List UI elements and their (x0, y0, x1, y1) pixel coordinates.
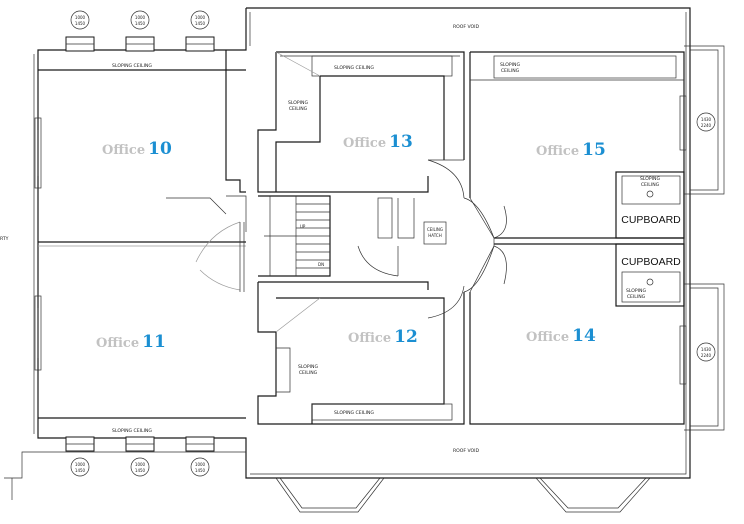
cupboard-label: CUPBOARD (621, 214, 681, 226)
sloping-ceiling-label: SLOPING (500, 62, 520, 68)
office-14-15-block: 1430 2240 1430 2240 (469, 45, 725, 431)
office-10-11-block (34, 50, 247, 371)
sloping-ceiling-label: CEILING (627, 294, 646, 300)
window-dim-label: 1450 (135, 468, 146, 473)
stair-and-landing: UP DN CEILING HATCH (258, 195, 507, 293)
ceiling-hatch-label: HATCH (428, 233, 441, 238)
window-dim-label: 1430 (701, 347, 712, 352)
ceiling-hatch-label: CEILING (427, 227, 443, 232)
window-dim-label: 1450 (195, 21, 206, 26)
sloping-ceiling-label: SLOPING CEILING (112, 428, 152, 434)
window-dim-label: 1450 (135, 21, 146, 26)
top-windows: 1000 1450 1000 1450 1000 1450 (65, 10, 215, 52)
roof-void-label: ROOF VOID (453, 24, 480, 30)
sloping-ceiling-label: CEILING (641, 182, 660, 188)
window-dim-label: 2240 (701, 353, 712, 358)
window-dim-label: 1000 (195, 462, 206, 467)
edge-text: RTY (0, 236, 9, 242)
sloping-ceiling-label: SLOPING (298, 364, 318, 370)
stair-dn-label: DN (318, 262, 324, 267)
sloping-ceiling-label: SLOPING CEILING (112, 63, 152, 69)
window-dim-label: 1450 (75, 21, 86, 26)
window-dim-label: 1000 (135, 15, 146, 20)
window-dim-label: 1450 (195, 468, 206, 473)
window-dim-label: 1000 (195, 15, 206, 20)
window-dim-label: 1450 (75, 468, 86, 473)
annotations: ROOF VOID ROOF VOID SLOPING CEILING SLOP… (0, 24, 681, 454)
outer-walls (4, 7, 691, 513)
sloping-ceiling-label: SLOPING CEILING (334, 410, 374, 416)
window-dim-label: 1000 (75, 15, 86, 20)
sloping-ceiling-label: CEILING (299, 370, 318, 376)
cupboard-label: CUPBOARD (621, 256, 681, 268)
window-dim-label: 1430 (701, 117, 712, 122)
sloping-ceiling-label: SLOPING (626, 288, 646, 294)
sloping-ceiling-label: SLOPING CEILING (334, 65, 374, 71)
sloping-ceiling-label: CEILING (289, 106, 308, 112)
bottom-windows: 1000 1450 1000 1450 1000 1450 (65, 436, 215, 477)
sloping-ceiling-label: CEILING (501, 68, 520, 74)
stair-up-label: UP (300, 224, 306, 229)
office-13-walls (257, 51, 465, 199)
roof-void-label: ROOF VOID (453, 448, 480, 454)
window-dim-label: 1000 (75, 462, 86, 467)
office-12-walls (257, 281, 465, 425)
window-dim-label: 2240 (701, 123, 712, 128)
sloping-ceiling-label: SLOPING (288, 100, 308, 106)
sloping-ceiling-label: SLOPING (640, 176, 660, 182)
window-dim-label: 1000 (135, 462, 146, 467)
